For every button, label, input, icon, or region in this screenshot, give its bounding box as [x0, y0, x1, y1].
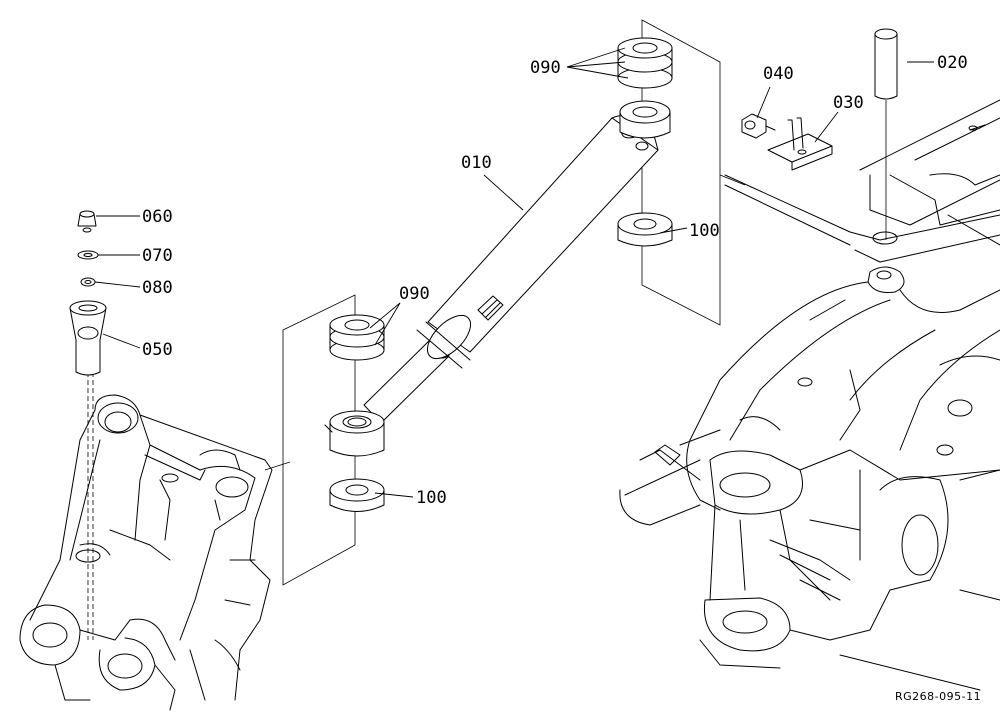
- spacer-lower: [329, 478, 385, 512]
- label-100-upper: 100: [689, 221, 720, 241]
- plug-060: [77, 210, 97, 233]
- spacer-upper: [617, 212, 673, 247]
- ring-080: [80, 277, 96, 287]
- label-080: 080: [142, 278, 173, 298]
- label-090-lower: 090: [399, 284, 430, 304]
- pin-020: [874, 28, 898, 100]
- label-020: 020: [937, 53, 968, 73]
- front-bracket: [19, 394, 273, 711]
- part-labels: 090 020 040 030 010 100 060 070 080 090 …: [142, 53, 981, 703]
- bushing-stack-lower: [329, 314, 385, 361]
- leader-lines: [94, 47, 934, 498]
- bushing-stack-upper: [617, 37, 673, 89]
- fitting-050: [69, 300, 107, 376]
- label-070: 070: [142, 246, 173, 266]
- reference-code: RG268-095-11: [895, 690, 981, 703]
- label-010: 010: [461, 153, 492, 173]
- label-100-lower: 100: [416, 488, 447, 508]
- nut-040: [741, 113, 776, 139]
- rod-eye-upper: [619, 100, 671, 139]
- rod-eye-lower: [324, 410, 385, 457]
- label-040: 040: [763, 64, 794, 84]
- label-060: 060: [142, 207, 173, 227]
- assembly-guides: [87, 19, 887, 640]
- label-030: 030: [833, 93, 864, 113]
- bracket-030: [767, 117, 833, 171]
- washer-070: [77, 250, 99, 260]
- label-050: 050: [142, 340, 173, 360]
- label-090-upper: 090: [530, 58, 561, 78]
- hydraulic-cylinder: [363, 113, 659, 424]
- main-frame: [619, 99, 1000, 691]
